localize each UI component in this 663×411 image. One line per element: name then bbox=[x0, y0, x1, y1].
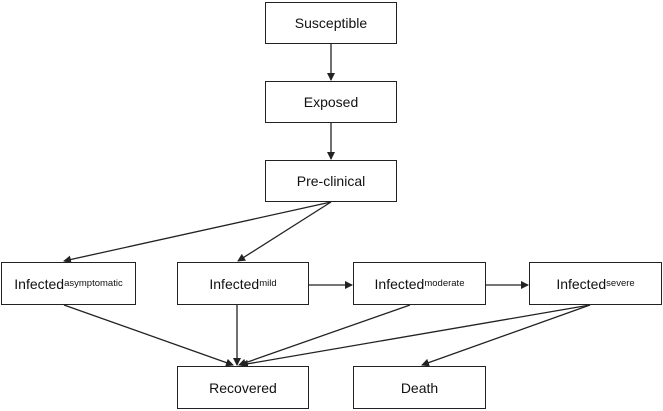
node-exposed-label: Exposed bbox=[303, 94, 359, 110]
arrow-pre-clinical-to-infected-asymptomatic bbox=[63, 201, 332, 264]
arrow-infected-severe-to-recovered bbox=[240, 304, 591, 368]
node-infected-mild-label: Infected bbox=[209, 275, 260, 292]
node-death-label: Death bbox=[400, 379, 439, 396]
node-infected-moderate-label: Infected bbox=[374, 275, 425, 292]
node-susceptible: Susceptible bbox=[265, 2, 397, 44]
arrow-infected-moderate-to-recovered bbox=[238, 304, 411, 367]
node-susceptible-label: Susceptible bbox=[294, 15, 368, 31]
arrow-infected-severe-to-death bbox=[421, 304, 591, 367]
node-infected-mild-subscript: mild bbox=[259, 277, 277, 289]
node-pre-clinical-label: Pre-clinical bbox=[296, 173, 366, 189]
node-infected-severe-subscript: severe bbox=[606, 277, 635, 289]
node-infected-moderate-subscript: moderate bbox=[424, 277, 465, 289]
node-infected-severe-label: Infected bbox=[556, 275, 607, 292]
node-exposed: Exposed bbox=[265, 81, 397, 123]
node-recovered-label: Recovered bbox=[209, 379, 277, 396]
arrow-pre-clinical-to-infected-mild bbox=[237, 201, 332, 262]
node-infected-asymptomatic-subscript: asymptomatic bbox=[64, 277, 123, 289]
arrow-infected-asymptomatic-to-recovered bbox=[63, 304, 234, 367]
node-pre-clinical: Pre-clinical bbox=[265, 160, 397, 202]
node-infected-asymptomatic-label: Infected bbox=[14, 275, 65, 292]
node-death: Death bbox=[353, 366, 486, 409]
node-recovered: Recovered bbox=[177, 366, 309, 409]
